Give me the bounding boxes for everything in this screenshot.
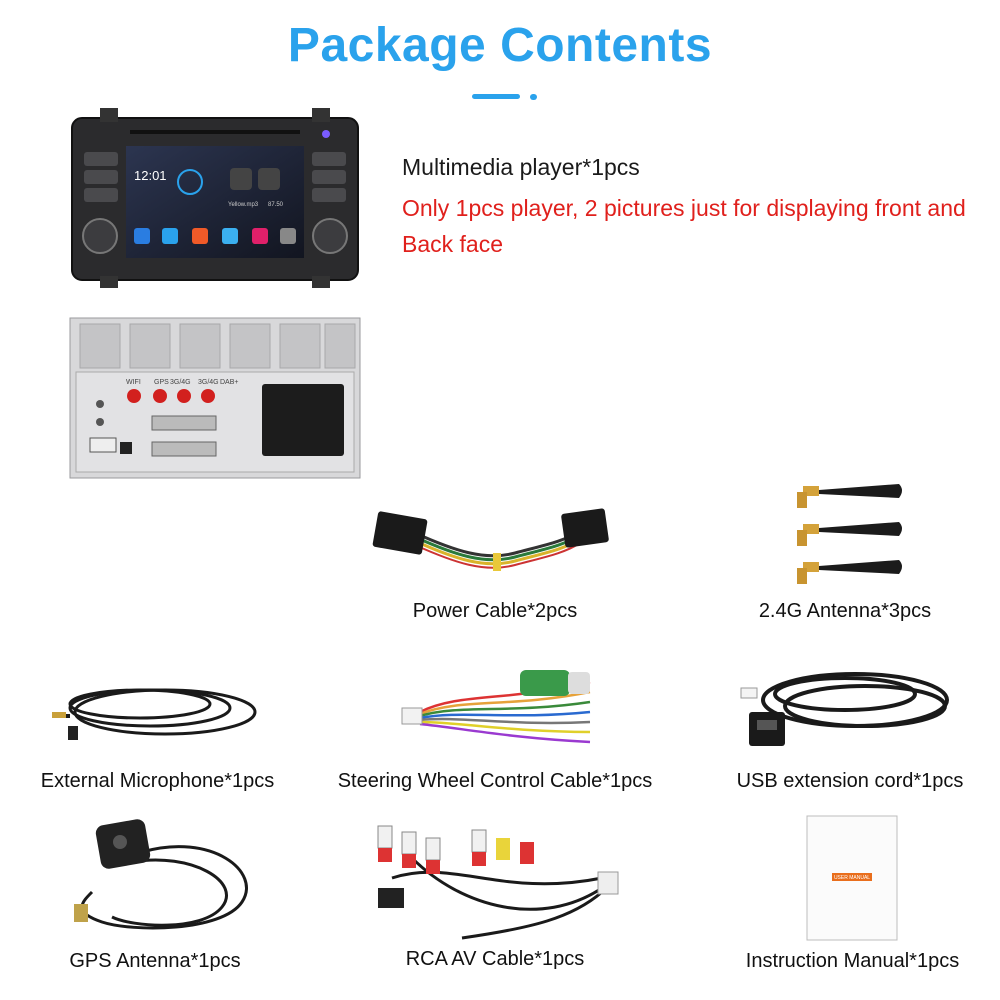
antenna-image [797,484,902,584]
gps-antenna-caption: GPS Antenna*1pcs [69,950,241,972]
page-title: Package Contents [287,19,713,72]
multimedia-player-front-image: 12:01 Yellow.mp3 87.50 [71,108,359,288]
power-cable-caption: Power Cable*2pcs [412,600,578,622]
rca-av-cable-caption: RCA AV Cable*1pcs [405,948,585,970]
rear-label-gps: GPS [154,379,169,386]
gps-antenna-image [74,819,248,930]
rear-label-3g4g-1: 3G/4G [170,379,191,386]
rear-label-dab: DAB+ [220,379,238,386]
rca-av-cable-image [377,825,619,940]
power-cable-image [372,508,609,571]
usb-extension-caption: USB extension cord*1pcs [736,770,964,792]
screen-song: Yellow.mp3 [228,202,259,208]
instruction-manual-image: USER MANUAL [806,815,898,941]
player-note: Only 1pcs player, 2 pictures just for di… [402,195,966,257]
rear-label-wifi: WIFI [126,379,141,386]
steering-wheel-cable-image [401,670,591,744]
manual-cover-text: USER MANUAL [834,875,870,881]
screen-frequency: 87.50 [268,202,284,208]
title-underline-dash [472,94,520,99]
player-caption: Multimedia player*1pcs [402,154,640,180]
title-underline-dot [530,94,537,100]
antenna-caption: 2.4G Antenna*3pcs [758,600,932,622]
external-microphone-caption: External Microphone*1pcs [40,770,275,792]
external-microphone-image [52,688,257,740]
rear-label-3g4g-2: 3G/4G [198,379,219,386]
instruction-manual-caption: Instruction Manual*1pcs [745,950,960,972]
screen-time: 12:01 [134,168,167,183]
usb-extension-image [740,672,949,746]
steering-wheel-cable-caption: Steering Wheel Control Cable*1pcs [337,770,653,792]
multimedia-player-back-image: WIFI GPS 3G/4G 3G/4G DAB+ [69,317,361,479]
